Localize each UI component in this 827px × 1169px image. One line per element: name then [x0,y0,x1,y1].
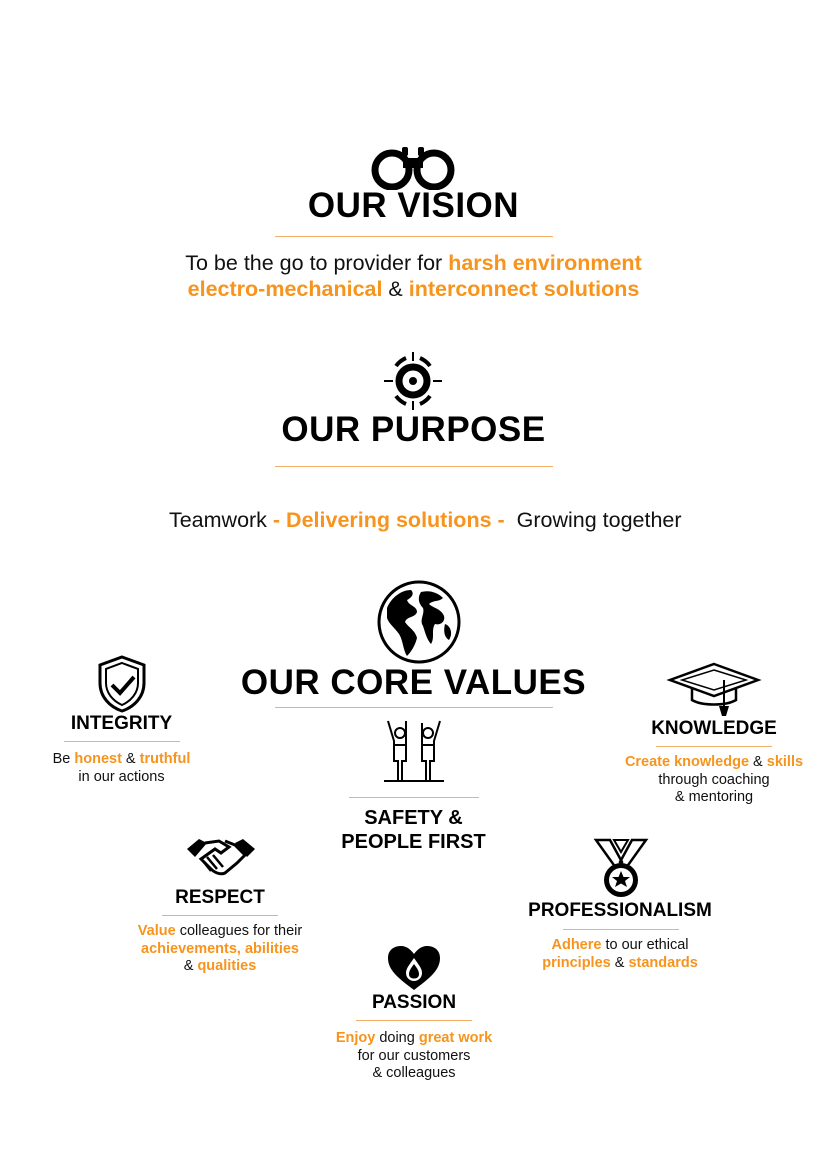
core-values-divider [275,707,553,708]
purpose-divider [275,466,553,467]
core-values-title: OUR CORE VALUES [240,663,587,702]
professionalism-t4: & [610,954,629,971]
respect-value: Value [137,923,176,939]
globe-icon [377,580,461,664]
knowledge-t5: & mentoring [674,789,754,805]
passion-enjoy: Enjoy [335,1030,376,1046]
graduation-cap-icon [666,662,762,716]
knowledge-t4: through coaching [658,771,770,788]
passion-divider [356,1020,472,1021]
professionalism-title: PROFESSIONALISM [528,900,712,921]
safety-title-1: SAFETY & [364,807,463,829]
medal-icon [593,838,649,897]
integrity-divider [64,741,180,742]
binoculars-icon [371,147,455,190]
knowledge-text: Create knowledge & skills through coachi… [606,754,822,807]
respect-title: RESPECT [175,887,265,908]
vision-highlight-electro: electro-mechanical [187,277,383,301]
respect-text: Value colleagues for their achievements,… [100,923,340,976]
respect-achievements: achievements, abilities [141,940,299,957]
integrity-text: Be honest & truthful in our actions [0,751,243,786]
knowledge-t2: & [749,754,767,770]
knowledge-skills: skills [766,754,804,770]
vision-divider [275,236,553,237]
integrity-t1: Be [52,751,75,767]
passion-t5: & colleagues [372,1065,456,1081]
integrity-honest: honest [74,751,122,767]
target-icon [384,352,442,410]
knowledge-title: KNOWLEDGE [651,718,777,739]
passion-t4: for our customers [357,1047,471,1064]
vision-statement: To be the go to provider for harsh envir… [0,250,827,302]
integrity-t3: & [121,751,140,767]
respect-qualities: qualities [197,958,257,974]
heart-drop-icon [388,946,440,990]
respect-t2: colleagues for their [175,923,303,939]
vision-highlight-interconnect: interconnect solutions [408,277,640,301]
integrity-truthful: truthful [139,751,191,767]
vision-text-1: To be the go to provider for [185,251,449,275]
safety-title-2: PEOPLE FIRST [341,831,486,853]
knowledge-create: Create knowledge [624,754,750,770]
purpose-statement: Teamwork - Delivering solutions - Growin… [0,483,827,558]
passion-text: Enjoy doing great work for our customers… [304,1030,524,1083]
purpose-growing: Growing together [510,508,682,532]
professionalism-divider [563,929,679,930]
safety-title: SAFETY & PEOPLE FIRST [300,806,527,854]
vision-highlight-harsh: harsh environment [448,251,642,275]
passion-great-work: great work [418,1030,493,1046]
purpose-teamwork: Teamwork [168,508,273,532]
shield-check-icon [98,655,146,713]
passion-title: PASSION [371,992,457,1013]
purpose-title: OUR PURPOSE [281,410,546,449]
safety-divider [349,797,479,798]
integrity-t5: in our actions [78,768,165,785]
professionalism-standards: standards [628,954,698,971]
passion-t2: doing [375,1030,419,1046]
handshake-icon [187,839,255,876]
professionalism-t2: to our ethical [601,937,689,953]
professionalism-text: Adhere to our ethical principles & stand… [510,937,730,972]
professionalism-adhere: Adhere [551,937,602,953]
respect-divider [162,915,278,916]
vision-text-2: & [382,277,409,301]
knowledge-divider [656,746,772,747]
integrity-title: INTEGRITY [70,713,173,734]
purpose-delivering: - Delivering solutions - [272,508,511,532]
professionalism-principles: principles [542,954,611,971]
people-celebrating-icon [384,720,444,782]
respect-t4: & [183,958,198,974]
vision-title: OUR VISION [307,186,520,225]
